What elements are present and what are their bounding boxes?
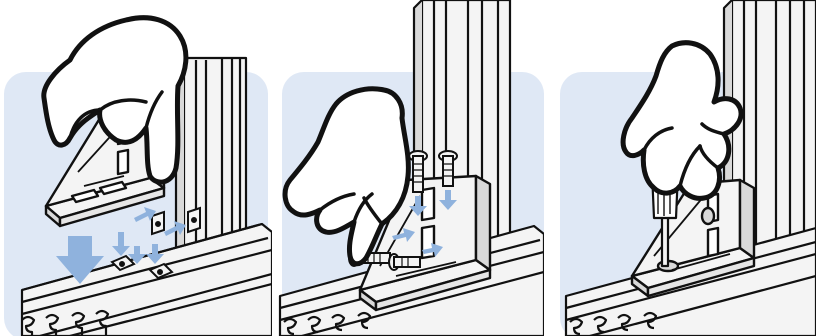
step-2-illustration (272, 0, 544, 336)
step-1-panel (0, 0, 272, 336)
step-3-illustration (544, 0, 816, 336)
step-2-panel (272, 0, 544, 336)
step-1-illustration (0, 0, 272, 336)
step-3-panel (544, 0, 816, 336)
